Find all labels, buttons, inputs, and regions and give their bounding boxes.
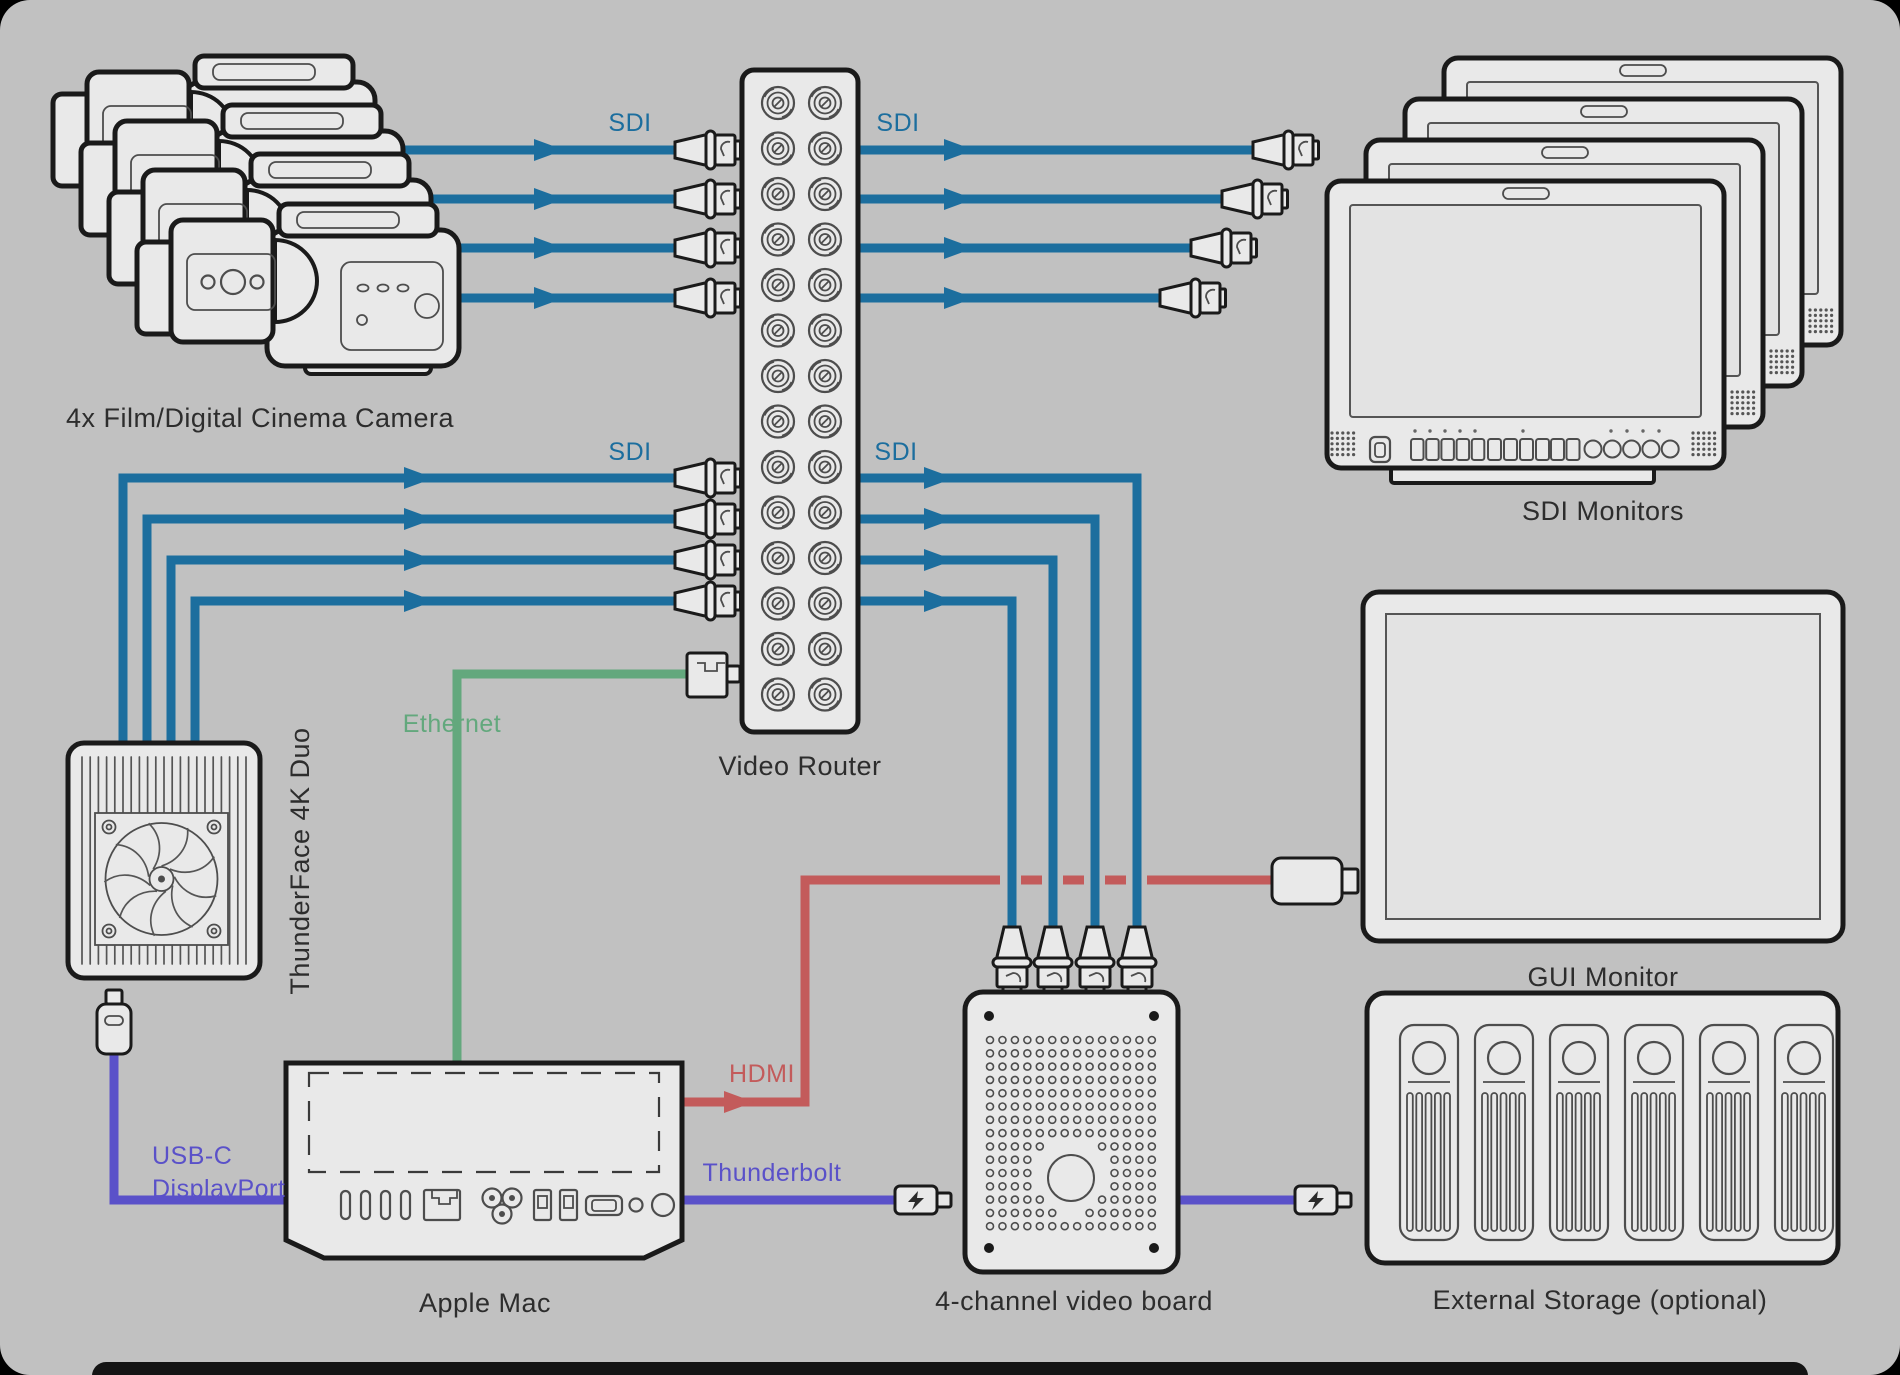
label-usbc-line2: DisplayPort <box>152 1175 285 1203</box>
usbc-port-icon <box>339 1189 412 1221</box>
label-sdi-top-left: SDI <box>608 109 651 137</box>
power-inlet-icon <box>481 1187 523 1225</box>
screw-icon <box>101 819 222 939</box>
label-sdi-monitors: SDI Monitors <box>1522 496 1684 526</box>
label-sdi-mid-right: SDI <box>874 438 917 466</box>
usbc-plug-icon <box>95 988 133 1056</box>
sdi-cables-router-to-monitors <box>858 129 1320 319</box>
label-gui-monitor: GUI Monitor <box>1527 962 1678 992</box>
usbc-displayport-cable-thunderface-to-mac <box>95 988 286 1205</box>
label-external-storage: External Storage (optional) <box>1433 1285 1768 1315</box>
sdi-monitors <box>1327 58 1841 485</box>
screw-icon <box>984 1011 1159 1253</box>
label-sdi-top-right: SDI <box>876 109 919 137</box>
four-channel-video-board <box>962 989 1181 1275</box>
label-apple-mac: Apple Mac <box>419 1288 551 1318</box>
label-sdi-mid-left: SDI <box>608 438 651 466</box>
label-cameras: 4x Film/Digital Cinema Camera <box>66 403 455 433</box>
vent-area <box>307 1071 661 1174</box>
gui-monitor <box>1360 589 1846 944</box>
label-video-router: Video Router <box>718 751 881 781</box>
apple-mac <box>283 1060 685 1261</box>
hdmi-port-icon <box>584 1194 624 1217</box>
board-center-circle <box>1047 1154 1095 1202</box>
label-ethernet: Ethernet <box>403 710 502 738</box>
label-usbc-line1: USB-C <box>152 1142 232 1170</box>
fan-icon <box>103 822 219 937</box>
label-video-board: 4-channel video board <box>935 1286 1213 1316</box>
label-hdmi: HDMI <box>729 1060 795 1088</box>
hdmi-cable-mac-to-gui-monitor <box>682 856 1360 1113</box>
ethernet-plug-icon <box>685 651 742 699</box>
bottom-window-edge <box>92 1362 1808 1375</box>
thunderbolt-cable-mac-to-video-board <box>682 1184 953 1216</box>
thunderbolt-cable-video-board-to-storage <box>1178 1184 1353 1216</box>
sdi-monitor-icon <box>1327 181 1724 468</box>
perforation-holes <box>985 1035 1157 1231</box>
usb-a-port-icon <box>532 1188 579 1222</box>
thunderface-4k-duo <box>65 740 263 981</box>
label-thunderface: ThunderFace 4K Duo <box>285 727 315 994</box>
audio-jack-icon <box>628 1197 644 1213</box>
external-storage <box>1364 990 1841 1266</box>
power-button-icon <box>650 1192 676 1218</box>
ethernet-port-icon <box>422 1188 462 1222</box>
hdmi-plug-icon <box>1270 856 1360 906</box>
sdi-cables-router-to-video-board <box>858 467 1158 994</box>
ethernet-cable-mac-to-router <box>452 651 742 1063</box>
label-thunderbolt: Thunderbolt <box>703 1159 842 1187</box>
video-router <box>739 67 861 735</box>
sdi-cables-thunderface-to-router <box>118 457 742 743</box>
